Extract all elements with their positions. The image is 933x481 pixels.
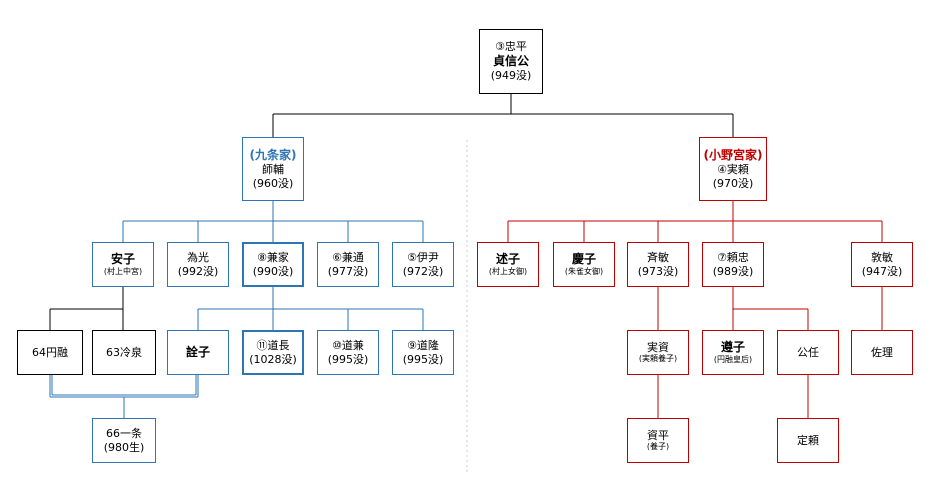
node-yoritada: ⑦頼忠 (989没) (702, 242, 764, 287)
node-kaneie-death: (990没) (252, 264, 294, 278)
node-michinaga-name: ⑪道長 (256, 338, 290, 352)
node-tamemitsu: 為光 (992没) (167, 242, 229, 287)
connector-ichijo (49, 375, 199, 418)
node-saneyori-death: (970没) (712, 176, 754, 190)
node-tadahira-name: ③忠平 (495, 40, 527, 54)
node-saneyori-name: ④実頼 (717, 162, 749, 176)
node-morosuke: (九条家) 師輔 (960没) (242, 137, 304, 201)
node-sadayori: 定頼 (777, 418, 839, 463)
node-tamemitsu-death: (992没) (177, 264, 219, 278)
node-ichijo-name: 66一条 (106, 426, 142, 440)
node-junshi-note: (円融皇后) (713, 355, 753, 364)
node-sadayori-name: 定頼 (797, 433, 819, 447)
node-koretada: ⑤伊尹 (972没) (392, 242, 454, 287)
node-koretada-death: (972没) (402, 264, 444, 278)
node-atsutoshi-name: 敦敏 (871, 250, 893, 264)
node-keishi-name: 慶子 (571, 252, 596, 266)
node-yoritada-death: (989没) (712, 264, 754, 278)
node-keishi: 慶子 (朱雀女御) (553, 242, 615, 287)
node-atsutoshi-sai-name: 斉敏 (647, 250, 669, 264)
connector-kaneie-children (197, 287, 424, 330)
node-sanesuke: 実資 (実頼養子) (627, 330, 689, 375)
house-label-ono: (小野宮家) (703, 147, 763, 162)
node-tamemitsu-name: 為光 (187, 250, 209, 264)
house-label-kujo: (九条家) (249, 147, 297, 162)
node-atsutoshi-sai-death: (973没) (637, 264, 679, 278)
node-tadahira-title: 貞信公 (492, 54, 529, 68)
node-saneyori: (小野宮家) ④実頼 (970没) (699, 137, 767, 201)
connector-yoritada-children (732, 287, 809, 330)
node-yoritada-name: ⑦頼忠 (717, 250, 749, 264)
node-sukemasa: 佐理 (851, 330, 913, 375)
connector-ono-children (507, 201, 883, 242)
node-morosuke-death: (960没) (252, 176, 294, 190)
connector-kujo-children (122, 201, 424, 242)
node-sukehira-note: (養子) (646, 442, 670, 452)
node-michikane: ⑩道兼 (995没) (317, 330, 379, 375)
node-michitaka-death: (995没) (402, 352, 444, 366)
node-junshi: 遵子 (円融皇后) (702, 330, 764, 375)
node-sanesuke-note: (実頼養子) (638, 354, 678, 364)
node-jutsushi-note: (村上女御) (488, 267, 528, 276)
node-junshi-name: 遵子 (720, 340, 745, 354)
node-ichijo-birth: (980生) (103, 440, 145, 454)
node-enyu-name: 64円融 (32, 345, 68, 359)
node-atsutoshi-death: (947没) (861, 264, 903, 278)
node-michinaga-death: (1028没) (249, 352, 297, 366)
node-kanemichi-name: ⑥兼通 (332, 250, 364, 264)
node-kanemichi: ⑥兼通 (977没) (317, 242, 379, 287)
node-koretada-name: ⑤伊尹 (407, 250, 439, 264)
node-michikane-death: (995没) (327, 352, 369, 366)
node-jutsushi-name: 述子 (495, 252, 520, 266)
node-morosuke-name: 師輔 (262, 162, 284, 176)
node-tadahira-death: (949没) (490, 69, 532, 82)
node-kaneie-name: ⑧兼家 (257, 250, 289, 264)
node-sukehira: 資平 (養子) (627, 418, 689, 463)
node-michinaga: ⑪道長 (1028没) (242, 330, 304, 375)
node-sukehira-name: 資平 (647, 428, 669, 442)
node-reizei: 63冷泉 (92, 330, 156, 375)
node-tadahira: ③忠平 貞信公 (949没) (479, 29, 543, 94)
node-reizei-name: 63冷泉 (106, 345, 142, 359)
node-kanemichi-death: (977没) (327, 264, 369, 278)
node-anshi-note: (村上中宮) (103, 267, 143, 276)
node-kinto: 公任 (777, 330, 839, 375)
connector-grandchildren (657, 375, 809, 418)
node-michikane-name: ⑩道兼 (332, 338, 364, 352)
node-anshi: 安子 (村上中宮) (92, 242, 154, 287)
node-jutsushi: 述子 (村上女御) (477, 242, 539, 287)
node-anshi-name: 安子 (110, 252, 135, 266)
connector-tadahira (272, 94, 734, 137)
node-keishi-note: (朱雀女御) (564, 267, 604, 276)
node-michitaka: ⑨道隆 (995没) (392, 330, 454, 375)
node-atsutoshi: 敦敏 (947没) (851, 242, 913, 287)
connector-anshi-emperors (49, 287, 124, 330)
node-atsutoshi-sai: 斉敏 (973没) (627, 242, 689, 287)
node-senshi-name: 詮子 (185, 345, 210, 359)
node-kinto-name: 公任 (797, 345, 819, 359)
node-senshi: 詮子 (167, 330, 229, 375)
node-kaneie: ⑧兼家 (990没) (242, 242, 304, 287)
node-sanesuke-name: 実資 (647, 340, 669, 354)
node-enyu: 64円融 (17, 330, 83, 375)
node-ichijo: 66一条 (980生) (92, 418, 156, 463)
node-sukemasa-name: 佐理 (871, 345, 893, 359)
node-michitaka-name: ⑨道隆 (407, 338, 439, 352)
